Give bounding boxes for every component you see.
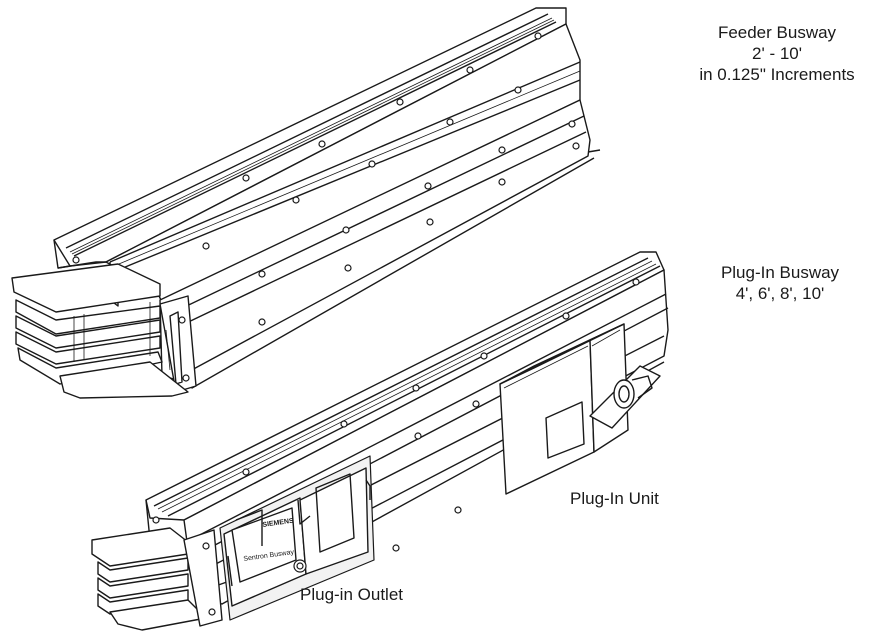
plugin-unit-label: Plug-In Unit: [570, 489, 659, 508]
plug-in-unit-box: [499, 323, 661, 495]
plugin-end-plate: [183, 529, 223, 627]
feeder-bus-bars: [11, 263, 189, 399]
feeder-busway-label: Feeder Busway 2' - 10' in 0.125" Increme…: [672, 22, 882, 85]
plugin-bus-bars: [91, 527, 207, 631]
unit-disconnect-handle: [589, 365, 661, 429]
plugin-busway-title: Plug-In Busway: [720, 263, 840, 282]
feeder-busway-title: Feeder Busway: [717, 23, 837, 42]
plug-in-outlet: [219, 455, 375, 621]
plugin-busway-lengths: 4', 6', 8', 10': [735, 284, 825, 303]
feeder-busway: [11, 7, 601, 399]
plugin-busway: [91, 251, 669, 631]
plugin-busway-label: Plug-In Busway 4', 6', 8', 10': [690, 262, 870, 304]
feeder-end-plate: [159, 295, 197, 393]
unit-window: [545, 401, 585, 459]
feeder-busway-lengths: 2' - 10': [752, 44, 802, 63]
feeder-busway-increments: in 0.125" Increments: [699, 65, 855, 84]
feeder-center-ridge: [109, 61, 581, 307]
plugin-outlet-label: Plug-in Outlet: [300, 585, 403, 604]
feeder-bolts: [72, 32, 580, 326]
